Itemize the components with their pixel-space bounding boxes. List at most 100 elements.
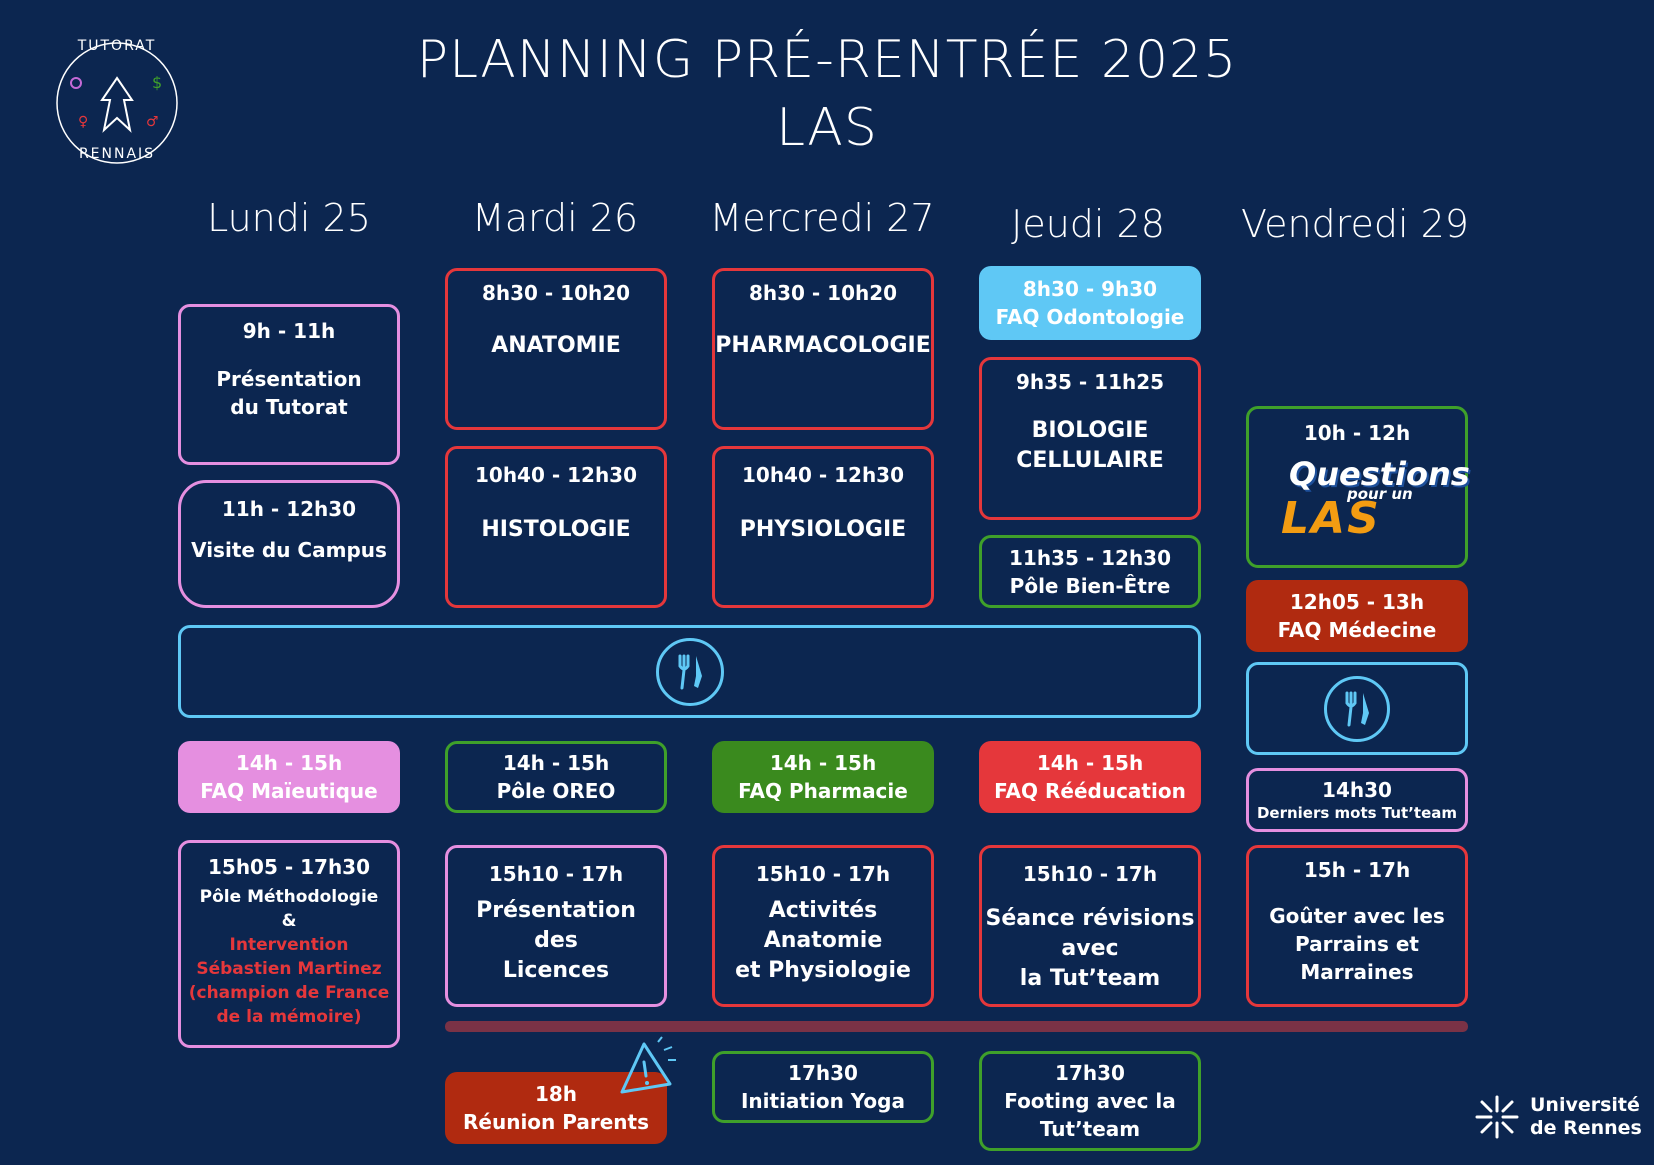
event-time: 8h30 - 10h20	[748, 281, 898, 305]
event-label: &	[281, 911, 297, 931]
event-label: FAQ Rééducation	[994, 779, 1186, 803]
event-time: 17h30	[1055, 1061, 1125, 1085]
lundi-faq-maieutique: 14h - 15h FAQ Maïeutique	[178, 741, 400, 813]
event-label: FAQ Pharmacie	[738, 779, 908, 803]
questions-logo: Questions pour un LAS	[1267, 449, 1470, 549]
event-label: avec	[1061, 936, 1119, 961]
mercredi-physiologie: 10h40 - 12h30 PHYSIOLOGIE	[712, 446, 934, 608]
day-header-lundi: Lundi 25	[207, 196, 371, 240]
event-time: 8h30 - 10h20	[481, 281, 631, 305]
logo-pour-un-text: pour un	[1347, 485, 1413, 503]
logo-top-text: TUTORAT	[77, 38, 157, 54]
event-time: 18h	[534, 1082, 578, 1106]
university-name-line2: de Rennes	[1530, 1117, 1642, 1139]
mercredi-faq-pharmacie: 14h - 15h FAQ Pharmacie	[712, 741, 934, 813]
logo-questions-text: Questions	[1289, 455, 1470, 493]
event-time: 9h - 11h	[242, 319, 336, 343]
logo-las-text: LAS	[1281, 493, 1381, 544]
day-header-jeudi: Jeudi 28	[1011, 202, 1165, 246]
event-label: HISTOLOGIE	[481, 517, 631, 542]
event-time: 12h05 - 13h	[1289, 590, 1425, 614]
lundi-pole-methodologie: 15h05 - 17h30 Pôle Méthodologie & Interv…	[178, 840, 400, 1048]
day-header-mercredi: Mercredi 27	[709, 196, 935, 240]
event-label: du Tutorat	[230, 395, 348, 419]
svg-text:♀: ♀	[78, 114, 88, 130]
mercredi-pharmacologie: 8h30 - 10h20 PHARMACOLOGIE	[712, 268, 934, 430]
event-label: Footing avec la	[1004, 1089, 1176, 1113]
event-time: 15h - 17h	[1303, 858, 1411, 882]
event-time: 9h35 - 11h25	[1015, 370, 1165, 394]
event-label: Visite du Campus	[191, 538, 387, 562]
event-time: 14h - 15h	[235, 751, 343, 775]
event-time: 15h10 - 17h	[755, 862, 891, 886]
evening-divider	[445, 1021, 1468, 1032]
event-label: la Tut’team	[1019, 966, 1161, 991]
event-label: Tut’team	[1039, 1117, 1141, 1141]
event-time: 14h - 15h	[1036, 751, 1144, 775]
university-logo-icon	[1474, 1094, 1520, 1140]
mardi-presentation-licences: 15h10 - 17h Présentation des Licences	[445, 845, 667, 1007]
event-label: Marraines	[1300, 960, 1414, 984]
event-time: 14h - 15h	[502, 751, 610, 775]
svg-text:♂: ♂	[146, 114, 159, 130]
event-label: Initiation Yoga	[740, 1089, 905, 1113]
event-label: Pôle Méthodologie	[199, 887, 379, 907]
lundi-visite-campus: 11h - 12h30 Visite du Campus	[178, 480, 400, 608]
jeudi-faq-reeducation: 14h - 15h FAQ Rééducation	[979, 741, 1201, 813]
event-label: (champion de France	[188, 983, 390, 1003]
event-label: Parrains et	[1295, 932, 1419, 956]
warning-icon	[614, 1036, 686, 1102]
jeudi-seance-revisions: 15h10 - 17h Séance révisions avec la Tut…	[979, 845, 1201, 1007]
event-label: CELLULAIRE	[1016, 448, 1164, 473]
mercredi-activites: 15h10 - 17h Activités Anatomie et Physio…	[712, 845, 934, 1007]
vendredi-gouter: 15h - 17h Goûter avec les Parrains et Ma…	[1246, 845, 1468, 1007]
event-label: Présentation	[216, 367, 362, 391]
event-time: 14h30	[1322, 778, 1392, 802]
event-label: Présentation	[476, 898, 636, 923]
page-title: PLANNING PRÉ-RENTRÉE 2025	[416, 30, 1238, 90]
event-time: 17h30	[788, 1061, 858, 1085]
event-label: Pôle OREO	[496, 779, 616, 803]
event-time: 15h10 - 17h	[1022, 862, 1158, 886]
event-time: 10h40 - 12h30	[741, 463, 905, 487]
page-subtitle: LAS	[776, 98, 878, 158]
mercredi-initiation-yoga: 17h30 Initiation Yoga	[712, 1051, 934, 1123]
mardi-histologie: 10h40 - 12h30 HISTOLOGIE	[445, 446, 667, 608]
event-time: 11h - 12h30	[221, 497, 357, 521]
event-time: 10h40 - 12h30	[474, 463, 638, 487]
event-label: et Physiologie	[735, 958, 911, 983]
event-label: de la mémoire)	[216, 1007, 362, 1027]
event-label: Séance révisions	[985, 906, 1195, 931]
logo-bottom-text: RENNAIS	[78, 146, 156, 162]
lunch-break-bar	[178, 625, 1201, 718]
jeudi-faq-odontologie: 8h30 - 9h30 FAQ Odontologie	[979, 266, 1201, 340]
event-label: PHARMACOLOGIE	[715, 333, 931, 358]
tutorat-logo-icon: $ ♀ ♂ TUTORAT RENNAIS	[52, 38, 182, 168]
vendredi-questions-pour-un-las: 10h - 12h Questions pour un LAS	[1246, 406, 1470, 568]
day-header-mardi: Mardi 26	[471, 196, 639, 240]
event-time: 8h30 - 9h30	[1022, 277, 1158, 301]
event-label: Pôle Bien-Être	[1009, 573, 1171, 598]
day-header-vendredi: Vendredi 29	[1241, 202, 1469, 246]
event-label: FAQ Médecine	[1277, 618, 1437, 642]
mardi-pole-oreo: 14h - 15h Pôle OREO	[445, 741, 667, 813]
event-label: Activités	[768, 898, 878, 923]
jeudi-footing: 17h30 Footing avec la Tut’team	[979, 1051, 1201, 1151]
mardi-anatomie: 8h30 - 10h20 ANATOMIE	[445, 268, 667, 430]
lunch-icon	[1324, 675, 1390, 742]
vendredi-lunch-break	[1246, 662, 1468, 755]
event-label: des	[534, 928, 578, 953]
vendredi-derniers-mots: 14h30 Derniers mots Tut’team	[1246, 768, 1468, 832]
event-label: Goûter avec les	[1269, 904, 1445, 928]
event-time: 15h10 - 17h	[488, 862, 624, 886]
event-time: 11h35 - 12h30	[1008, 545, 1172, 570]
lundi-presentation-tutorat: 9h - 11h Présentation du Tutorat	[178, 304, 400, 465]
event-time: 14h - 15h	[769, 751, 877, 775]
event-label: Réunion Parents	[463, 1110, 649, 1134]
event-label: PHYSIOLOGIE	[739, 517, 907, 542]
event-label: Sébastien Martinez	[196, 959, 382, 979]
event-label: Intervention	[229, 935, 349, 955]
svg-text:$: $	[152, 73, 162, 92]
jeudi-pole-bien-etre: 11h35 - 12h30 Pôle Bien-Être	[979, 535, 1201, 608]
event-label: ANATOMIE	[491, 333, 621, 358]
